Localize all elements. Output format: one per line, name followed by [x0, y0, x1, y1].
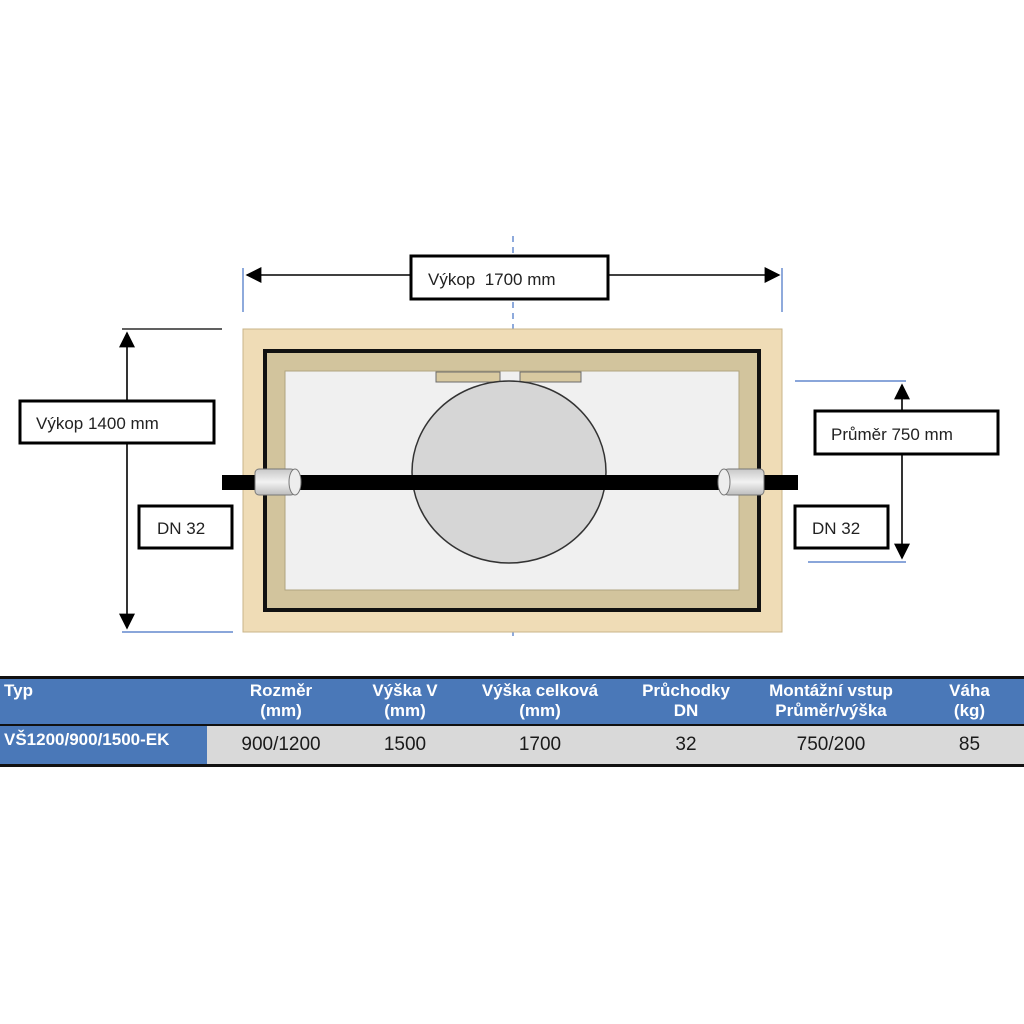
header-montazni-vstup: Montážní vstup Průměr/výška: [747, 677, 915, 725]
height-label-box: Výkop 1400 mm: [18, 399, 216, 445]
width-label-box: Výkop 1700 mm: [409, 254, 610, 301]
pipe-right-label-box: DN 32: [793, 504, 890, 550]
diameter-label: Průměr 750 mm: [831, 425, 953, 444]
cell-vaha: 85: [915, 725, 1024, 766]
diameter-label-box: Průměr 750 mm: [813, 409, 1000, 456]
grommet-right-rim: [717, 468, 731, 496]
spec-table: Typ Rozměr (mm) Výška V (mm) Výška celko…: [0, 676, 1024, 767]
cell-vyska-v: 1500: [355, 725, 455, 766]
cell-pruchodky: 32: [625, 725, 747, 766]
grommet-left-rim: [288, 468, 302, 496]
cell-rozmer: 900/1200: [207, 725, 355, 766]
header-pruchodky: Průchodky DN: [625, 677, 747, 725]
lid-hinge-right: [519, 371, 582, 383]
manhole-opening: [411, 380, 607, 564]
header-rozmer: Rozměr (mm): [207, 677, 355, 725]
pipe-left-label: DN 32: [157, 519, 205, 538]
height-label: Výkop 1400 mm: [36, 414, 159, 433]
table-row: VŠ1200/900/1500-EK 900/1200 1500 1700 32…: [0, 725, 1024, 766]
pipe-left-end: [222, 475, 262, 490]
cell-montazni-vstup: 750/200: [747, 725, 915, 766]
header-vaha: Váha (kg): [915, 677, 1024, 725]
pipe-right-label: DN 32: [812, 519, 860, 538]
header-vyska-v: Výška V (mm): [355, 677, 455, 725]
cell-typ: VŠ1200/900/1500-EK: [0, 725, 207, 766]
header-vyska-celkova: Výška celková (mm): [455, 677, 625, 725]
pipe-right-end: [760, 475, 798, 490]
cell-vyska-celkova: 1700: [455, 725, 625, 766]
pipe-through: [288, 475, 728, 490]
lid-hinge-left: [435, 371, 501, 383]
width-label: Výkop 1700 mm: [428, 270, 556, 289]
pipe-left-label-box: DN 32: [137, 504, 234, 550]
header-typ: Typ: [0, 677, 207, 725]
manhole-top-view-diagram: Výkop 1700 mm Výkop 1400 mm Průměr 750 m…: [18, 236, 1000, 636]
table-header-row: Typ Rozměr (mm) Výška V (mm) Výška celko…: [0, 677, 1024, 725]
